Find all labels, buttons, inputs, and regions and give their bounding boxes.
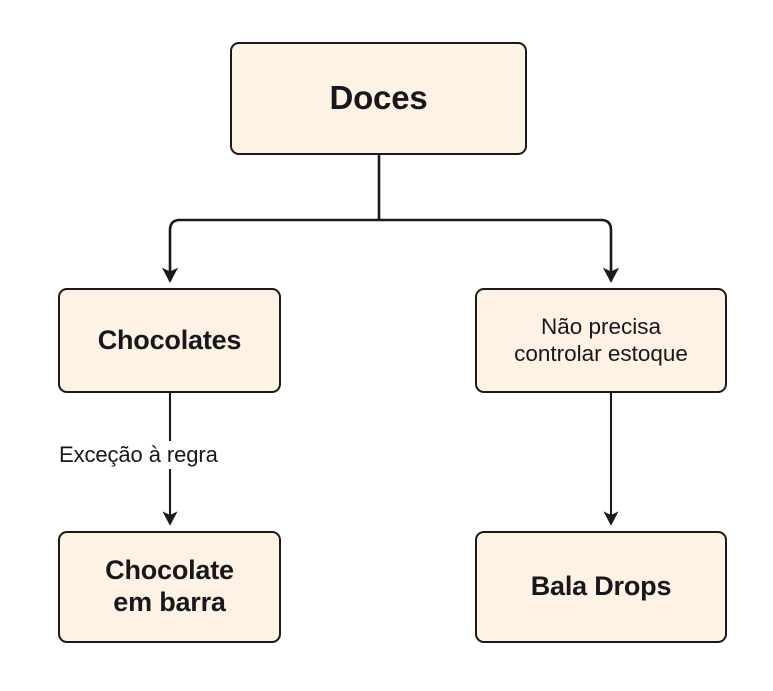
edge-label-excecao-a-regra: Exceção à regra [55, 441, 222, 469]
connector-root-to-sem-estoque [379, 218, 620, 283]
node-doces-label: Doces [329, 79, 428, 117]
node-bala-drops-label: Bala Drops [530, 571, 672, 602]
node-nao-precisa-controlar-estoque-label: Não precisa controlar estoque [514, 313, 688, 366]
connector-root-to-chocolates [161, 218, 379, 283]
node-chocolates[interactable]: Chocolates [58, 288, 281, 393]
node-bala-drops[interactable]: Bala Drops [475, 531, 727, 643]
node-nao-precisa-controlar-estoque[interactable]: Não precisa controlar estoque [475, 288, 727, 393]
node-chocolate-em-barra[interactable]: Chocolate em barra [58, 531, 281, 643]
node-chocolates-label: Chocolates [97, 324, 242, 355]
node-doces[interactable]: Doces [230, 42, 527, 155]
node-chocolate-em-barra-label: Chocolate em barra [105, 555, 234, 617]
